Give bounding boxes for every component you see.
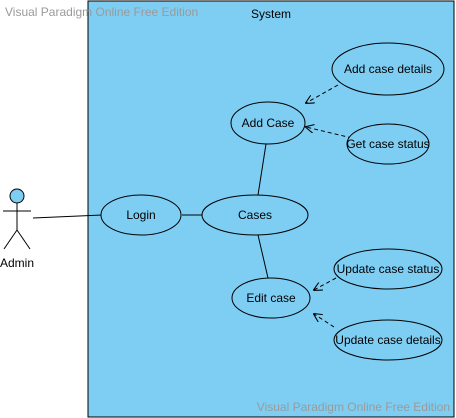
usecase-cases[interactable]: Cases: [201, 194, 309, 236]
usecase-add-case-label: Add Case: [242, 116, 295, 130]
association-cases-editcase: [257, 234, 269, 279]
usecase-get-case-status-label: Get case status: [346, 137, 429, 151]
actor-left-leg: [3, 229, 18, 250]
usecase-update-case-details-label: Update case details: [335, 333, 440, 347]
watermark-bottom: Visual Paradigm Online Free Edition: [256, 400, 450, 414]
usecase-update-case-status-label: Update case status: [337, 262, 440, 276]
association-cases-addcase: [257, 143, 267, 196]
usecase-update-case-status[interactable]: Update case status: [333, 248, 443, 290]
actor-head-icon: [9, 188, 25, 204]
usecase-cases-label: Cases: [238, 208, 272, 222]
dependency-update-case-details: [314, 314, 335, 328]
dependency-get-case-status: [306, 127, 353, 139]
actor-right-leg: [16, 229, 31, 250]
usecase-login[interactable]: Login: [100, 194, 182, 236]
usecase-add-case[interactable]: Add Case: [230, 101, 306, 145]
usecase-get-case-status[interactable]: Get case status: [346, 123, 430, 165]
usecase-add-case-details-label: Add case details: [344, 62, 432, 76]
usecase-add-case-details[interactable]: Add case details: [331, 42, 445, 96]
actor-admin[interactable]: Admin: [0, 188, 34, 270]
usecase-update-case-details[interactable]: Update case details: [333, 319, 443, 361]
dependency-add-case-details: [306, 84, 339, 103]
usecase-edit-case[interactable]: Edit case: [231, 277, 311, 319]
association-admin-login: [32, 214, 103, 219]
watermark-top: Visual Paradigm Online Free Edition: [5, 5, 199, 19]
actor-label: Admin: [0, 256, 34, 270]
system-title: System: [251, 7, 291, 21]
usecase-edit-case-label: Edit case: [246, 291, 296, 305]
usecase-login-label: Login: [126, 208, 155, 222]
